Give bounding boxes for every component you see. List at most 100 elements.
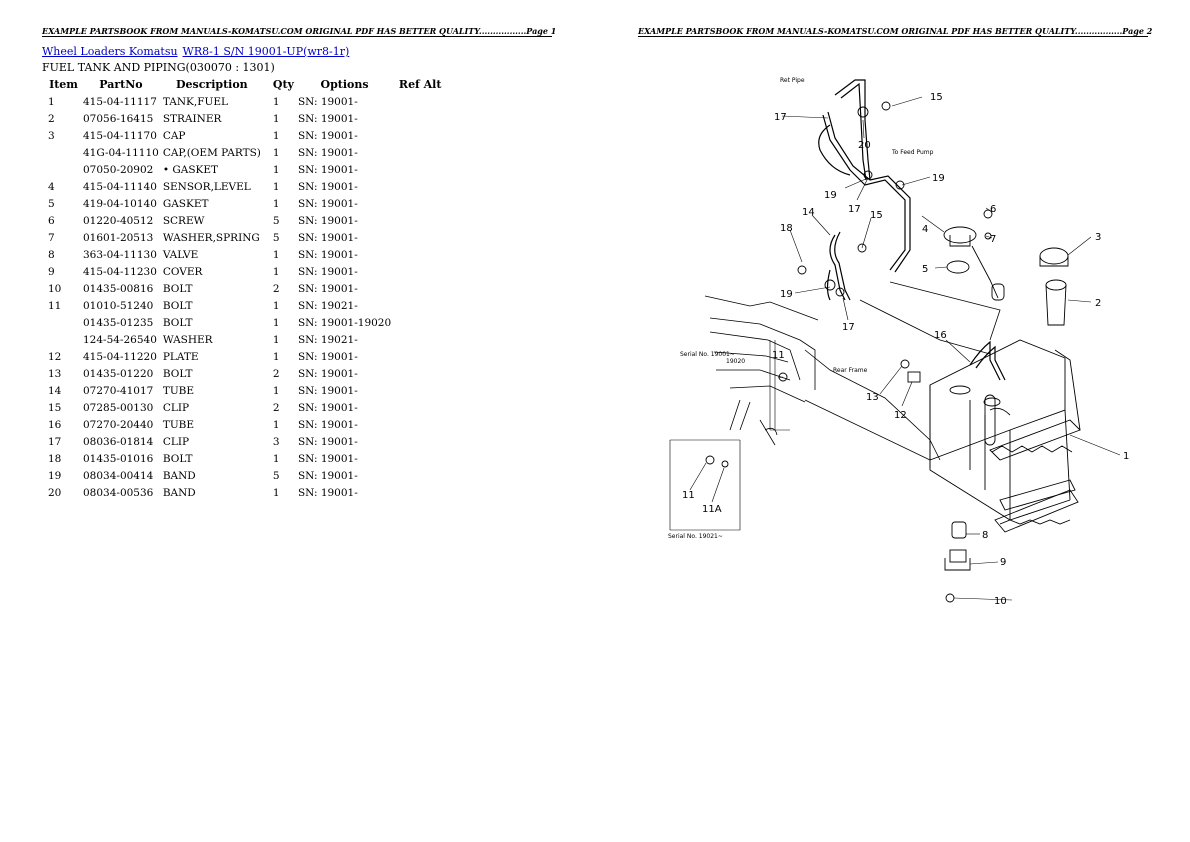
ref-alt-cell	[393, 161, 447, 178]
partno-cell: 01435-00816	[83, 282, 154, 295]
ref-alt-cell	[393, 297, 447, 314]
options-cell: SN: 19001-	[297, 163, 358, 176]
description-cell: BAND	[162, 486, 196, 499]
return-pipe-note: Ret Pipe	[780, 77, 805, 84]
options-cell: SN: 19001-19020	[297, 316, 392, 329]
ref-alt-cell	[393, 144, 447, 161]
ref-alt-cell	[393, 331, 447, 348]
item-cell: 9	[48, 265, 55, 278]
description-cell: SENSOR,LEVEL	[162, 180, 251, 193]
serial-note-a-end: 19020	[726, 358, 745, 365]
qty-cell: 2	[272, 401, 280, 414]
ref-alt-cell	[393, 450, 447, 467]
frame-outline	[704, 281, 1001, 468]
description-cell: WASHER	[162, 333, 213, 346]
description-cell: BOLT	[162, 367, 193, 380]
callout-label: 11	[772, 350, 785, 361]
qty-cell: 1	[272, 248, 280, 261]
column-header-item: Item	[49, 78, 78, 91]
description-cell: TANK,FUEL	[162, 95, 228, 108]
partno-cell: 124-54-26540	[83, 333, 157, 346]
item-cell: 17	[48, 435, 62, 448]
options-cell: SN: 19001-	[297, 401, 358, 414]
item-cell: 15	[48, 401, 62, 414]
callout-label: 15	[870, 210, 883, 221]
leader-lines	[669, 96, 1121, 601]
diagram-notes: Ret Pipe To Feed Pump Serial No. 19001~ …	[668, 77, 934, 540]
qty-cell: 1	[272, 112, 280, 125]
item-cell: 1	[48, 95, 55, 108]
fittings	[705, 101, 1069, 603]
ref-alt-cell	[393, 382, 447, 399]
description-cell: TUBE	[162, 384, 195, 397]
options-cell: SN: 19001-	[297, 418, 358, 431]
partno-cell: 01435-01016	[83, 452, 154, 465]
ref-alt-cell	[393, 229, 447, 246]
item-cell: 3	[48, 129, 55, 142]
partno-cell: 419-04-10140	[83, 197, 157, 210]
ref-alt-cell	[393, 484, 447, 501]
options-cell: SN: 19001-	[297, 350, 358, 363]
qty-cell: 1	[272, 299, 280, 312]
qty-cell: 1	[272, 197, 280, 210]
description-cell: TUBE	[162, 418, 195, 431]
partno-cell: 415-04-11140	[83, 180, 157, 193]
partno-cell: 07270-20440	[83, 418, 154, 431]
description-cell: STRAINER	[162, 112, 222, 125]
callout-label: 4	[922, 224, 928, 235]
item-cell: 11	[48, 299, 62, 312]
description-cell: BAND	[162, 469, 196, 482]
partno-cell: 415-04-11170	[83, 129, 157, 142]
ref-alt-cell	[393, 195, 447, 212]
item-cell	[42, 314, 81, 331]
description-cell: • GASKET	[162, 163, 219, 176]
item-cell: 5	[48, 197, 55, 210]
ref-alt-cell	[393, 416, 447, 433]
ref-alt-cell	[393, 110, 447, 127]
callout-label: 5	[922, 264, 928, 275]
item-cell: 12	[48, 350, 62, 363]
description-cell: CLIP	[162, 435, 190, 448]
breadcrumb-link-category[interactable]: Wheel Loaders Komatsu	[42, 45, 178, 58]
breadcrumb-link-model[interactable]: WR8-1 S/N 19001-UP(wr8-1r)	[182, 45, 350, 58]
description-cell: CAP	[162, 129, 186, 142]
fuel-tank	[929, 339, 1071, 521]
options-cell: SN: 19001-	[297, 486, 358, 499]
partno-cell: 415-04-11220	[83, 350, 157, 363]
partno-cell: 415-04-11230	[83, 265, 157, 278]
item-cell	[42, 144, 81, 161]
description-cell: CLIP	[162, 401, 190, 414]
callout-label: 16	[934, 330, 947, 341]
qty-cell: 1	[272, 163, 280, 176]
column-header-qty: Qty	[272, 78, 294, 91]
options-cell: SN: 19001-	[297, 231, 358, 244]
column-header-ref-alt: Ref Alt	[398, 78, 442, 91]
qty-cell: 2	[272, 282, 280, 295]
options-cell: SN: 19001-	[297, 95, 358, 108]
page-2-header: EXAMPLE PARTSBOOK FROM MANUALS-KOMATSU.C…	[638, 26, 1153, 36]
partno-cell: 01010-51240	[83, 299, 154, 312]
item-cell: 10	[48, 282, 62, 295]
item-cell: 20	[48, 486, 62, 499]
partno-cell: 08034-00536	[83, 486, 154, 499]
callout-label: 9	[1000, 557, 1006, 568]
item-cell: 4	[48, 180, 55, 193]
ref-alt-cell	[393, 280, 447, 297]
qty-cell: 1	[272, 350, 280, 363]
item-cell: 2	[48, 112, 55, 125]
